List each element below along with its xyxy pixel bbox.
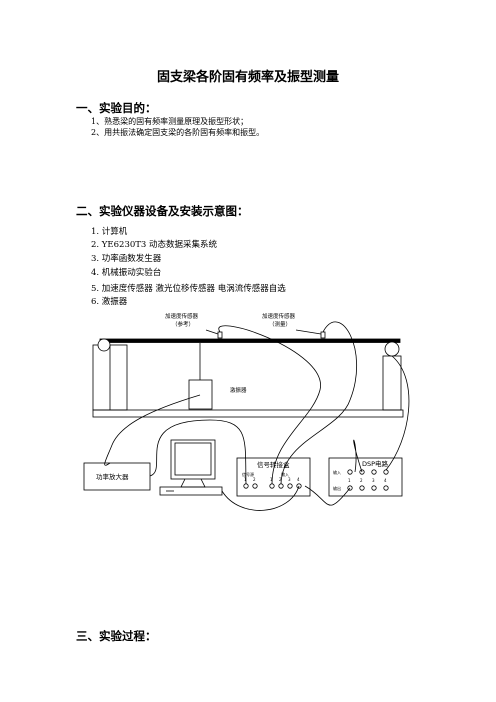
label-sensor-meas-note: （测量）	[269, 320, 291, 328]
junction-num: 1	[244, 477, 247, 482]
daq-num: 4	[384, 478, 387, 483]
page-title: 固支梁各阶固有频率及振型测量	[156, 70, 339, 85]
label-junction-source: 信号源	[242, 471, 254, 477]
cable-sensor-ref	[218, 325, 321, 485]
sensor-meas	[320, 331, 326, 339]
sensor-ref	[217, 331, 223, 339]
label-daq: DSP电路	[362, 459, 389, 468]
section-heading-equipment: 二、实验仪器设备及安装示意图：	[76, 204, 249, 218]
label-amplifier: 功率放大器	[96, 472, 129, 481]
label-sensor-ref: 加速度传感器	[165, 312, 199, 320]
equipment-item: 1. 计算机	[91, 227, 128, 237]
label-junction-input: 输入	[281, 471, 289, 477]
cable-daq-right	[385, 355, 410, 471]
monitor	[170, 439, 216, 480]
cable-exciter-amp	[104, 394, 201, 466]
equipment-item: 6. 激振器	[91, 297, 128, 307]
equipment-item: 2. YE6230T3 动态数据采集系统	[91, 240, 218, 250]
junction-num: 3	[288, 477, 291, 482]
junction-num: 2	[253, 477, 256, 482]
daq-num: 2	[360, 478, 363, 483]
right-support	[382, 355, 402, 411]
label-sensor-ref-note: （参考）	[172, 320, 194, 328]
daq-num: 1	[348, 478, 351, 483]
purpose-item: 1、熟悉梁的固有频率测量原理及振型形状；	[91, 117, 249, 126]
daq-box	[328, 457, 403, 497]
equipment-item: 3. 功率函数发生器	[91, 254, 162, 264]
test-stand-base	[92, 409, 404, 418]
beam	[99, 338, 401, 343]
daq-num: 3	[372, 478, 375, 483]
cable-amp-junction	[149, 419, 247, 485]
equipment-item: 5. 加速度传感器 激光位移传感器 电涡流传感器自选	[91, 284, 286, 294]
section-heading-purpose: 一、实验目的：	[76, 101, 157, 115]
label-daq-in: 输入	[333, 469, 341, 475]
exciter-box	[188, 379, 213, 410]
purpose-item: 2、用共振法确定固支梁的各阶固有频率和振型。	[91, 128, 265, 137]
junction-num: 4	[297, 477, 300, 482]
cable-sensor-meas	[280, 321, 358, 485]
junction-box	[236, 457, 311, 497]
right-clamp	[384, 341, 400, 357]
label-junction-box: 信号转接盒	[257, 460, 290, 469]
section-heading-procedure: 三、实验过程：	[76, 629, 157, 643]
left-clamp	[97, 338, 111, 352]
junction-num: 2	[279, 477, 282, 482]
label-daq-out: 输出	[333, 485, 341, 491]
label-sensor-meas: 加速度传感器	[262, 312, 296, 320]
amplifier-box	[83, 462, 151, 491]
label-exciter: 激振器	[230, 386, 247, 394]
junction-num: 1	[270, 477, 273, 482]
equipment-item: 4. 机械振动实验台	[91, 268, 162, 278]
